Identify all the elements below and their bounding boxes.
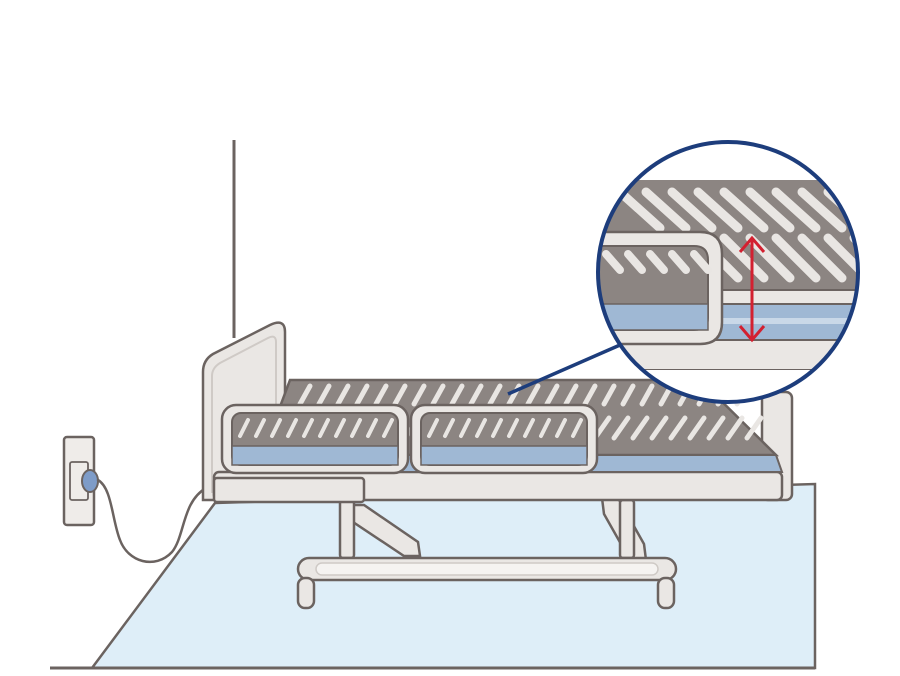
deck-slat <box>719 233 769 283</box>
magnifier-detail <box>596 140 900 404</box>
deck-slat <box>525 383 541 407</box>
deck-slat <box>641 187 691 233</box>
deck-slat <box>744 415 764 441</box>
bed-frame-rail <box>212 470 784 504</box>
deck-slat <box>615 187 665 233</box>
deck-slat <box>563 383 579 407</box>
power-cord <box>96 478 208 564</box>
side-rail-right <box>409 403 599 475</box>
deck-slat <box>354 383 370 407</box>
deck-slat <box>475 418 487 438</box>
deck-slat <box>797 233 847 283</box>
deck-slat <box>430 383 446 407</box>
deck-slat <box>668 415 688 441</box>
deck-slat <box>706 415 726 441</box>
deck-slat <box>507 418 519 438</box>
deck-slat <box>491 418 503 438</box>
deck-slat <box>639 383 655 407</box>
deck-slat <box>254 418 266 438</box>
deck-slat <box>611 415 631 441</box>
deck-slat <box>449 383 465 407</box>
deck-slat <box>523 418 535 438</box>
deck-slat <box>630 415 650 441</box>
caster-right <box>656 576 676 610</box>
side-rail-left <box>220 403 410 475</box>
deck-slat <box>302 418 314 438</box>
deck-slat <box>571 418 583 438</box>
deck-slat <box>350 418 362 438</box>
deck-slat <box>646 250 668 274</box>
deck-slat <box>392 383 408 407</box>
plug-icon <box>81 469 99 493</box>
deck-slat <box>487 383 503 407</box>
deck-slat <box>382 418 394 438</box>
deck-slat <box>270 418 282 438</box>
deck-slat <box>443 418 455 438</box>
deck-slat <box>771 187 821 233</box>
double-arrow-icon <box>738 235 766 343</box>
deck-slat <box>601 383 617 407</box>
deck-slat <box>468 383 484 407</box>
deck-slat <box>366 418 378 438</box>
deck-slat <box>687 415 707 441</box>
deck-slat <box>690 250 712 274</box>
deck-slat <box>849 187 858 233</box>
deck-slat <box>411 383 427 407</box>
deck-slat <box>544 383 560 407</box>
deck-slat <box>719 187 769 233</box>
deck-slat <box>316 383 332 407</box>
caster-left <box>296 576 316 610</box>
deck-slat <box>286 418 298 438</box>
deck-slat <box>539 418 551 438</box>
deck-slat <box>771 233 821 283</box>
deck-slat <box>668 250 690 274</box>
deck-slat <box>624 250 646 274</box>
deck-slat <box>373 383 389 407</box>
deck-slat <box>427 418 439 438</box>
deck-slat <box>880 238 900 278</box>
deck-slat <box>602 250 624 274</box>
deck-slat <box>238 418 250 438</box>
deck-slat <box>620 383 636 407</box>
deck-slat <box>745 187 795 233</box>
deck-slat <box>318 418 330 438</box>
deck-slat <box>667 187 717 233</box>
deck-slat <box>693 187 743 233</box>
deck-slat <box>297 383 313 407</box>
deck-slat <box>725 415 745 441</box>
magnifier-leader-line <box>507 343 621 396</box>
deck-slat <box>555 418 567 438</box>
deck-slat <box>649 415 669 441</box>
lift-mechanism <box>338 496 648 562</box>
deck-slat <box>335 383 351 407</box>
deck-slat <box>334 418 346 438</box>
bed-base <box>296 556 678 582</box>
deck-slat <box>459 418 471 438</box>
deck-slat <box>880 192 900 228</box>
deck-slat <box>823 233 858 283</box>
deck-slat <box>797 187 847 233</box>
deck-slat <box>582 383 598 407</box>
